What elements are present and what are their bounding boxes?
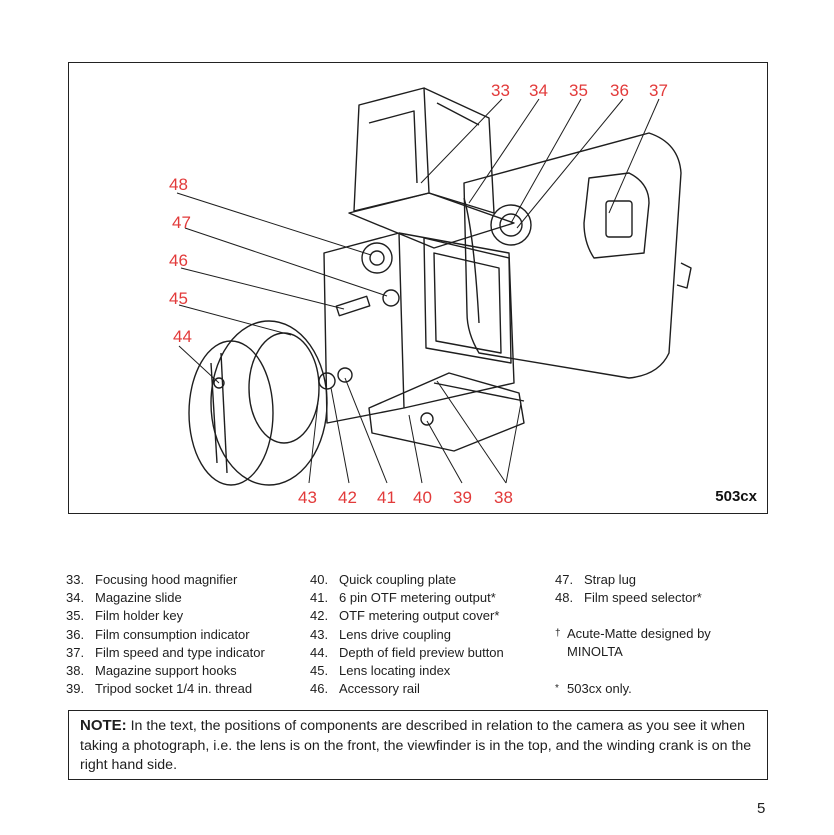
legend-item: 48.Film speed selector* [555,590,702,606]
callout-43: 43 [298,488,317,507]
legend-item: 47.Strap lug [555,572,637,587]
accessory-rail [335,295,371,317]
legend-item: 38.Magazine support hooks [66,663,237,679]
legend-item: 37.Film speed and type indicator [66,644,265,660]
model-label: 503cx [715,488,757,505]
camera-top [348,192,515,249]
footnote-star: *503cx only. [555,681,632,696]
legend-column-1: 33.Focusing hood magnifier 34.Magazine s… [66,571,265,698]
legend-item: 46.Accessory rail [310,681,420,697]
winding-crank [676,262,692,289]
film-magazine [463,132,682,379]
legend-item: 44.Depth of field preview button [310,644,504,660]
lens-barrel [210,320,328,486]
film-holder-key [490,204,532,246]
legend-column-2: 40.Quick coupling plate 41.6 pin OTF met… [310,571,504,698]
film-speed-selector-dial [361,242,393,274]
note-label: NOTE: [80,717,127,734]
legend-item: 45.Lens locating index [310,663,451,679]
footnote-dagger: †Acute-Matte designed by MINOLTA [555,626,711,659]
callout-41: 41 [377,488,396,507]
callout-37: 37 [649,81,668,100]
callout-33: 33 [491,81,510,100]
legend-item: 40.Quick coupling plate [310,572,457,587]
legend-column-3: 47.Strap lug 48.Film speed selector* [555,571,702,607]
magazine-back-panel [583,172,650,259]
callout-36: 36 [610,81,629,100]
film-speed-indicator [605,200,633,238]
callout-38: 38 [494,488,513,507]
quick-coupling-plate [368,372,525,452]
callout-35: 35 [569,81,588,100]
callout-45: 45 [169,289,188,308]
page-number: 5 [757,800,766,817]
lens-drive-coupling [213,377,225,389]
legend-item: 41.6 pin OTF metering output* [310,590,496,606]
callout-47: 47 [172,213,191,232]
callout-39: 39 [453,488,472,507]
legend-item: 39.Tripod socket 1/4 in. thread [66,681,253,697]
note-box: NOTE: In the text, the positions of comp… [68,710,768,780]
callout-40: 40 [413,488,432,507]
strap-lug [382,289,400,307]
legend-item: 33.Focusing hood magnifier [66,572,238,587]
callout-46: 46 [169,251,188,270]
callout-42: 42 [338,488,357,507]
legend-item: 43.Lens drive coupling [310,626,452,642]
camera-figure: 33 34 35 36 37 48 47 46 45 44 43 42 41 4… [68,62,768,514]
callout-48: 48 [169,175,188,194]
legend-item: 42.OTF metering output cover* [310,608,500,624]
callout-34: 34 [529,81,548,100]
camera-illustration: 33 34 35 36 37 48 47 46 45 44 43 42 41 4… [169,81,692,507]
legend-item: 35.Film holder key [66,608,184,624]
note-text: In the text, the positions of components… [80,718,752,773]
focusing-hood [353,87,430,212]
legend-item: 36.Film consumption indicator [66,626,250,642]
tripod-socket [420,412,434,426]
otf-output [337,367,353,383]
legend-item: 34.Magazine slide [66,590,182,606]
callout-44: 44 [173,327,192,346]
